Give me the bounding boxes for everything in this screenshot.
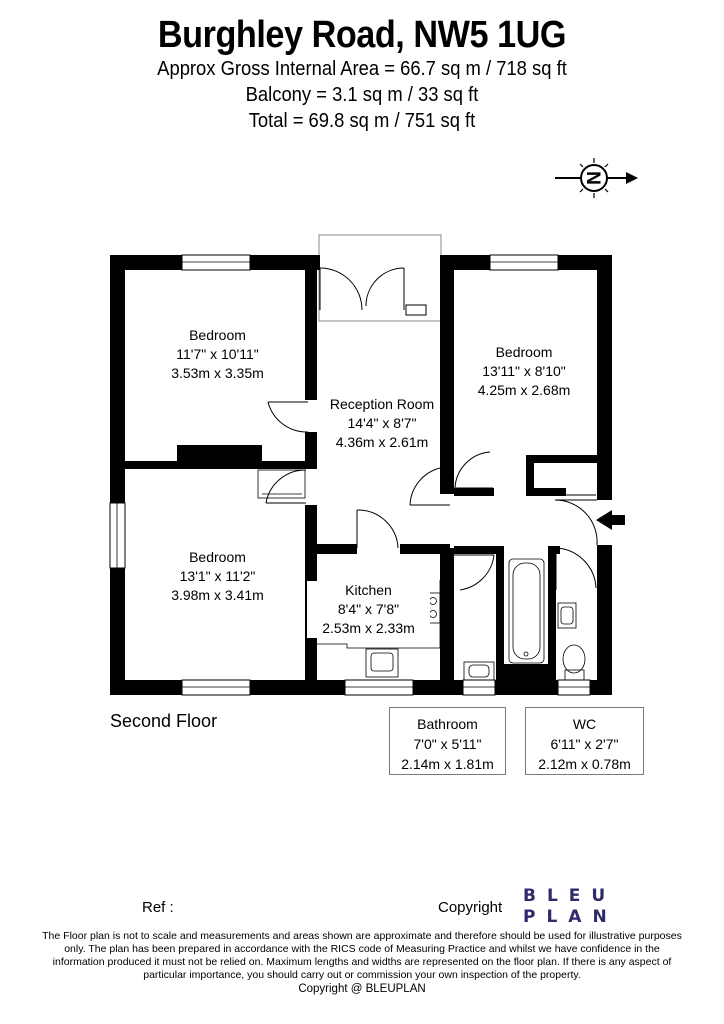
room-imperial: 14'4" x 8'7": [347, 415, 417, 431]
room-name: Bedroom: [189, 549, 246, 565]
footer-copyright: Copyright @ BLEUPLAN: [298, 983, 426, 995]
room-imperial: 13'1" x 11'2": [179, 568, 256, 584]
room-name: Bedroom: [495, 344, 553, 360]
room-metric: 2.12m x 0.78m: [538, 756, 631, 772]
compass-icon: N: [555, 158, 638, 198]
floor-label: Second Floor: [110, 711, 218, 731]
copyright-label: Copyright: [438, 899, 503, 916]
compass-letter: N: [582, 171, 603, 185]
entrance-arrow-icon: [596, 510, 625, 530]
balcony-area-text: Balcony = 3.1 sq m / 33 sq ft: [245, 84, 479, 106]
room-name: WC: [572, 716, 597, 732]
logo-line-2: PLAN: [523, 907, 618, 927]
room-name: Bathroom: [417, 716, 478, 732]
room-metric: 3.98m x 3.41m: [171, 587, 264, 603]
bedroom-2-label: Bedroom 13'11" x 8'10" 4.25m x 2.68m: [458, 343, 590, 400]
total-area-text: Total = 69.8 sq m / 751 sq ft: [248, 110, 476, 132]
ref-label: Ref :: [142, 899, 174, 916]
room-name: Reception Room: [329, 396, 435, 412]
kitchen-label: Kitchen 8'4" x 7'8" 2.53m x 2.33m: [307, 581, 430, 638]
bedroom-3-label: Bedroom 13'1" x 11'2" 3.98m x 3.41m: [140, 548, 295, 605]
wc-label: WC 6'11" x 2'7" 2.12m x 0.78m: [525, 707, 644, 775]
room-imperial: 11'7" x 10'11": [176, 346, 259, 362]
bedroom-1-label: Bedroom 11'7" x 10'11" 3.53m x 3.35m: [140, 326, 295, 383]
disclaimer-text: The Floor plan is not to scale and measu…: [42, 930, 682, 981]
room-metric: 3.53m x 3.35m: [171, 365, 264, 381]
room-metric: 4.36m x 2.61m: [335, 434, 429, 450]
room-imperial: 8'4" x 7'8": [337, 601, 400, 617]
room-metric: 2.14m x 1.81m: [401, 756, 494, 772]
room-imperial: 7'0" x 5'11": [413, 736, 482, 752]
room-metric: 4.25m x 2.68m: [477, 382, 571, 398]
room-name: Bedroom: [189, 327, 246, 343]
room-name: Kitchen: [345, 582, 392, 598]
page-title: Burghley Road, NW5 1UG: [157, 14, 567, 56]
room-imperial: 6'11" x 2'7": [550, 736, 619, 752]
gross-area-text: Approx Gross Internal Area = 66.7 sq m /…: [157, 58, 567, 80]
bleuplan-logo: BLEU PLAN: [523, 886, 618, 928]
logo-line-1: BLEU: [523, 886, 617, 906]
reception-room-label: Reception Room 14'4" x 8'7" 4.36m x 2.61…: [315, 395, 449, 452]
room-metric: 2.53m x 2.33m: [322, 620, 415, 636]
room-imperial: 13'11" x 8'10": [482, 363, 566, 379]
bathroom-label: Bathroom 7'0" x 5'11" 2.14m x 1.81m: [389, 707, 506, 775]
